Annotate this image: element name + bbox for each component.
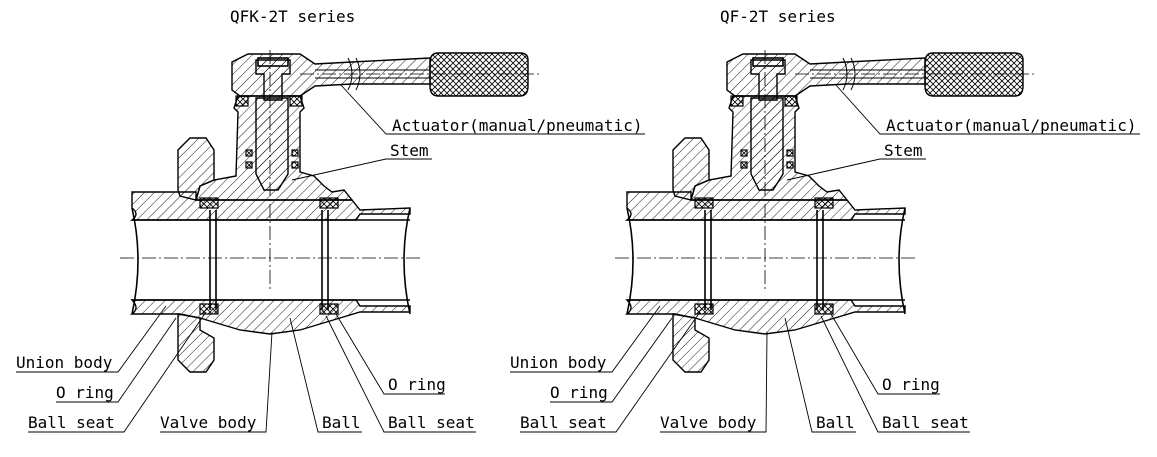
label-ball: Ball: [816, 413, 855, 432]
label-ball-seat-right: Ball seat: [882, 413, 969, 432]
label-actuator: Actuator(manual/pneumatic): [886, 116, 1136, 135]
label-ball-seat-left: Ball seat: [28, 413, 115, 432]
diagram-qfk-2t: QFK-2T series Actuator(manual/pneumatic)…: [16, 7, 645, 433]
label-ball: Ball: [322, 413, 361, 432]
label-ball-seat-right: Ball seat: [388, 413, 475, 432]
label-ball-seat-left: Ball seat: [520, 413, 607, 432]
diagram-title: QF-2T series: [720, 7, 836, 26]
label-valve-body: Valve body: [160, 413, 257, 432]
label-o-ring-right: O ring: [388, 375, 446, 394]
label-actuator: Actuator(manual/pneumatic): [392, 116, 642, 135]
label-stem: Stem: [390, 141, 429, 160]
label-union-body: Union body: [16, 353, 113, 372]
diagram-title: QFK-2T series: [230, 7, 355, 26]
diagram-qf-2t: QF-2T series Actuator(manual/pneumatic) …: [510, 7, 1140, 433]
label-o-ring-left: O ring: [56, 383, 114, 402]
label-stem: Stem: [884, 141, 923, 160]
label-valve-body: Valve body: [660, 413, 757, 432]
label-o-ring-left: O ring: [550, 383, 608, 402]
label-o-ring-right: O ring: [882, 375, 940, 394]
label-union-body: Union body: [510, 353, 607, 372]
